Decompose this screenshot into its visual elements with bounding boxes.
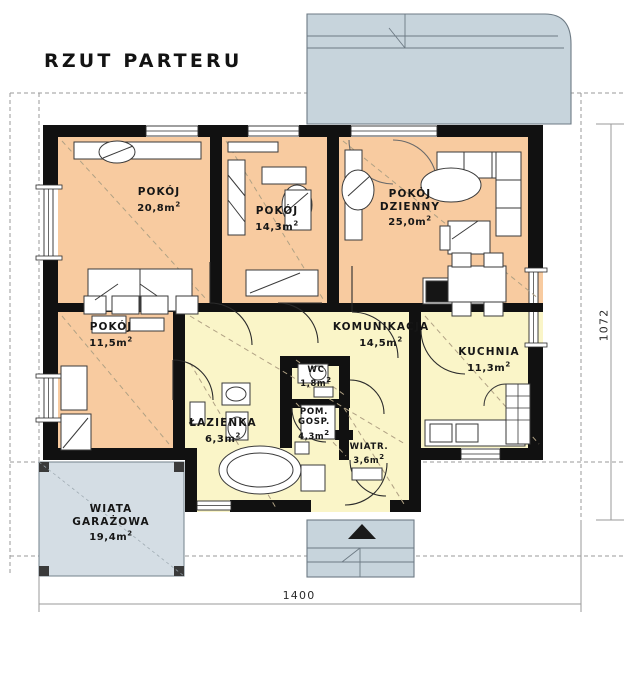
terrace-north: [306, 13, 572, 125]
dimension-horizontal: 1400: [282, 589, 316, 602]
room-label-kuchnia: KUCHNIA 11,3m2: [458, 346, 520, 374]
vestibule-shelf: [351, 467, 383, 481]
washer: [300, 464, 326, 492]
room-label-pokoj-dzienny: POKÓJ DZIENNY 25,0m2: [379, 188, 441, 229]
sofa-side: [495, 151, 522, 237]
chair-2: [483, 252, 504, 268]
room-label-komunikacja: KOMUNIKACJA 14,5m2: [332, 321, 430, 349]
shelf-3: [91, 315, 127, 334]
exterior-walls: [43, 125, 543, 512]
wardrobe-2: [227, 159, 246, 236]
washbasin: [189, 401, 206, 425]
desk: [261, 166, 307, 185]
entrance-steps: [306, 519, 415, 578]
room-label-wiatrolap: WIATR. 3,6m2: [349, 442, 389, 466]
page-title: RZUT PARTERU: [44, 50, 243, 72]
entrance-direction-arrow: [348, 524, 376, 539]
room-label-pokoj-1: POKÓJ 20,8m2: [137, 186, 181, 214]
utility-unit: [300, 404, 336, 440]
windows: [35, 125, 548, 511]
room-label-wiata-garazowa: WIATA GARAŻOWA 19,4m2: [72, 503, 150, 544]
armchair-corner: [341, 169, 375, 211]
chair-1: [451, 252, 472, 268]
room-label-wc: WC 1,8m2: [300, 365, 332, 389]
nightstand-left: [83, 295, 107, 315]
chair-4: [483, 301, 504, 317]
room-label-lazienka: ŁAZIENKA 6,3m2: [189, 417, 257, 445]
shelf: [227, 141, 279, 153]
coffee-table: [420, 167, 482, 203]
wc-basin: [313, 386, 334, 398]
room-label-pom-gosp: POM. GOSP. 4,3m2: [297, 407, 331, 441]
sink: [429, 423, 453, 443]
chair-3: [451, 301, 472, 317]
garage-canopy-area: [38, 461, 185, 577]
dimension-vertical: 1072: [597, 308, 611, 342]
doors: [172, 139, 466, 506]
nightstand-right: [175, 295, 199, 315]
dining-table: [447, 265, 507, 303]
furniture: [60, 140, 531, 495]
dimension-lines: [38, 123, 624, 612]
room-label-pokoj-2: POKÓJ 14,3m2: [255, 205, 299, 233]
room-label-pokoj-3: POKÓJ 11,5m2: [89, 321, 133, 349]
bed-3: [60, 365, 88, 411]
bed-small: [245, 269, 319, 297]
wardrobe: [73, 141, 202, 160]
